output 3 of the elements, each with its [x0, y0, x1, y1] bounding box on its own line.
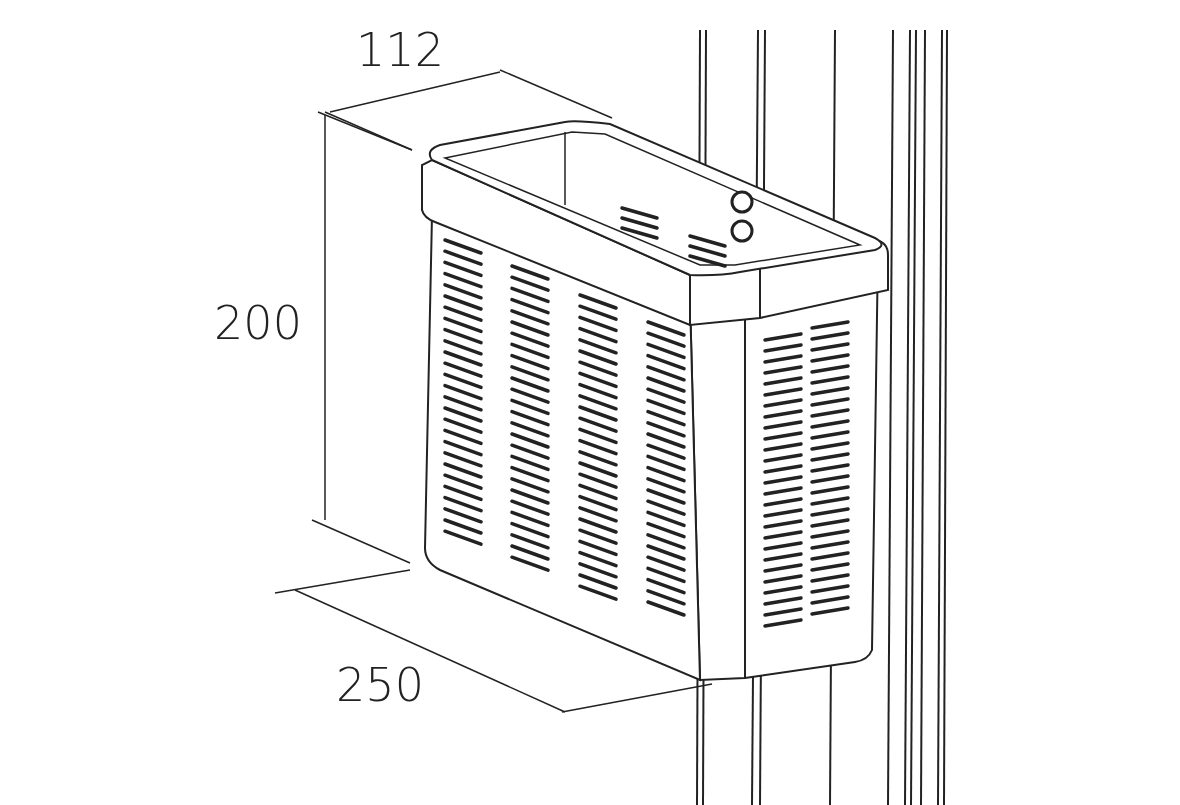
dimension-value: 112: [356, 27, 444, 73]
dimension-value: 200: [214, 300, 302, 346]
dimension-value: 250: [336, 662, 424, 708]
